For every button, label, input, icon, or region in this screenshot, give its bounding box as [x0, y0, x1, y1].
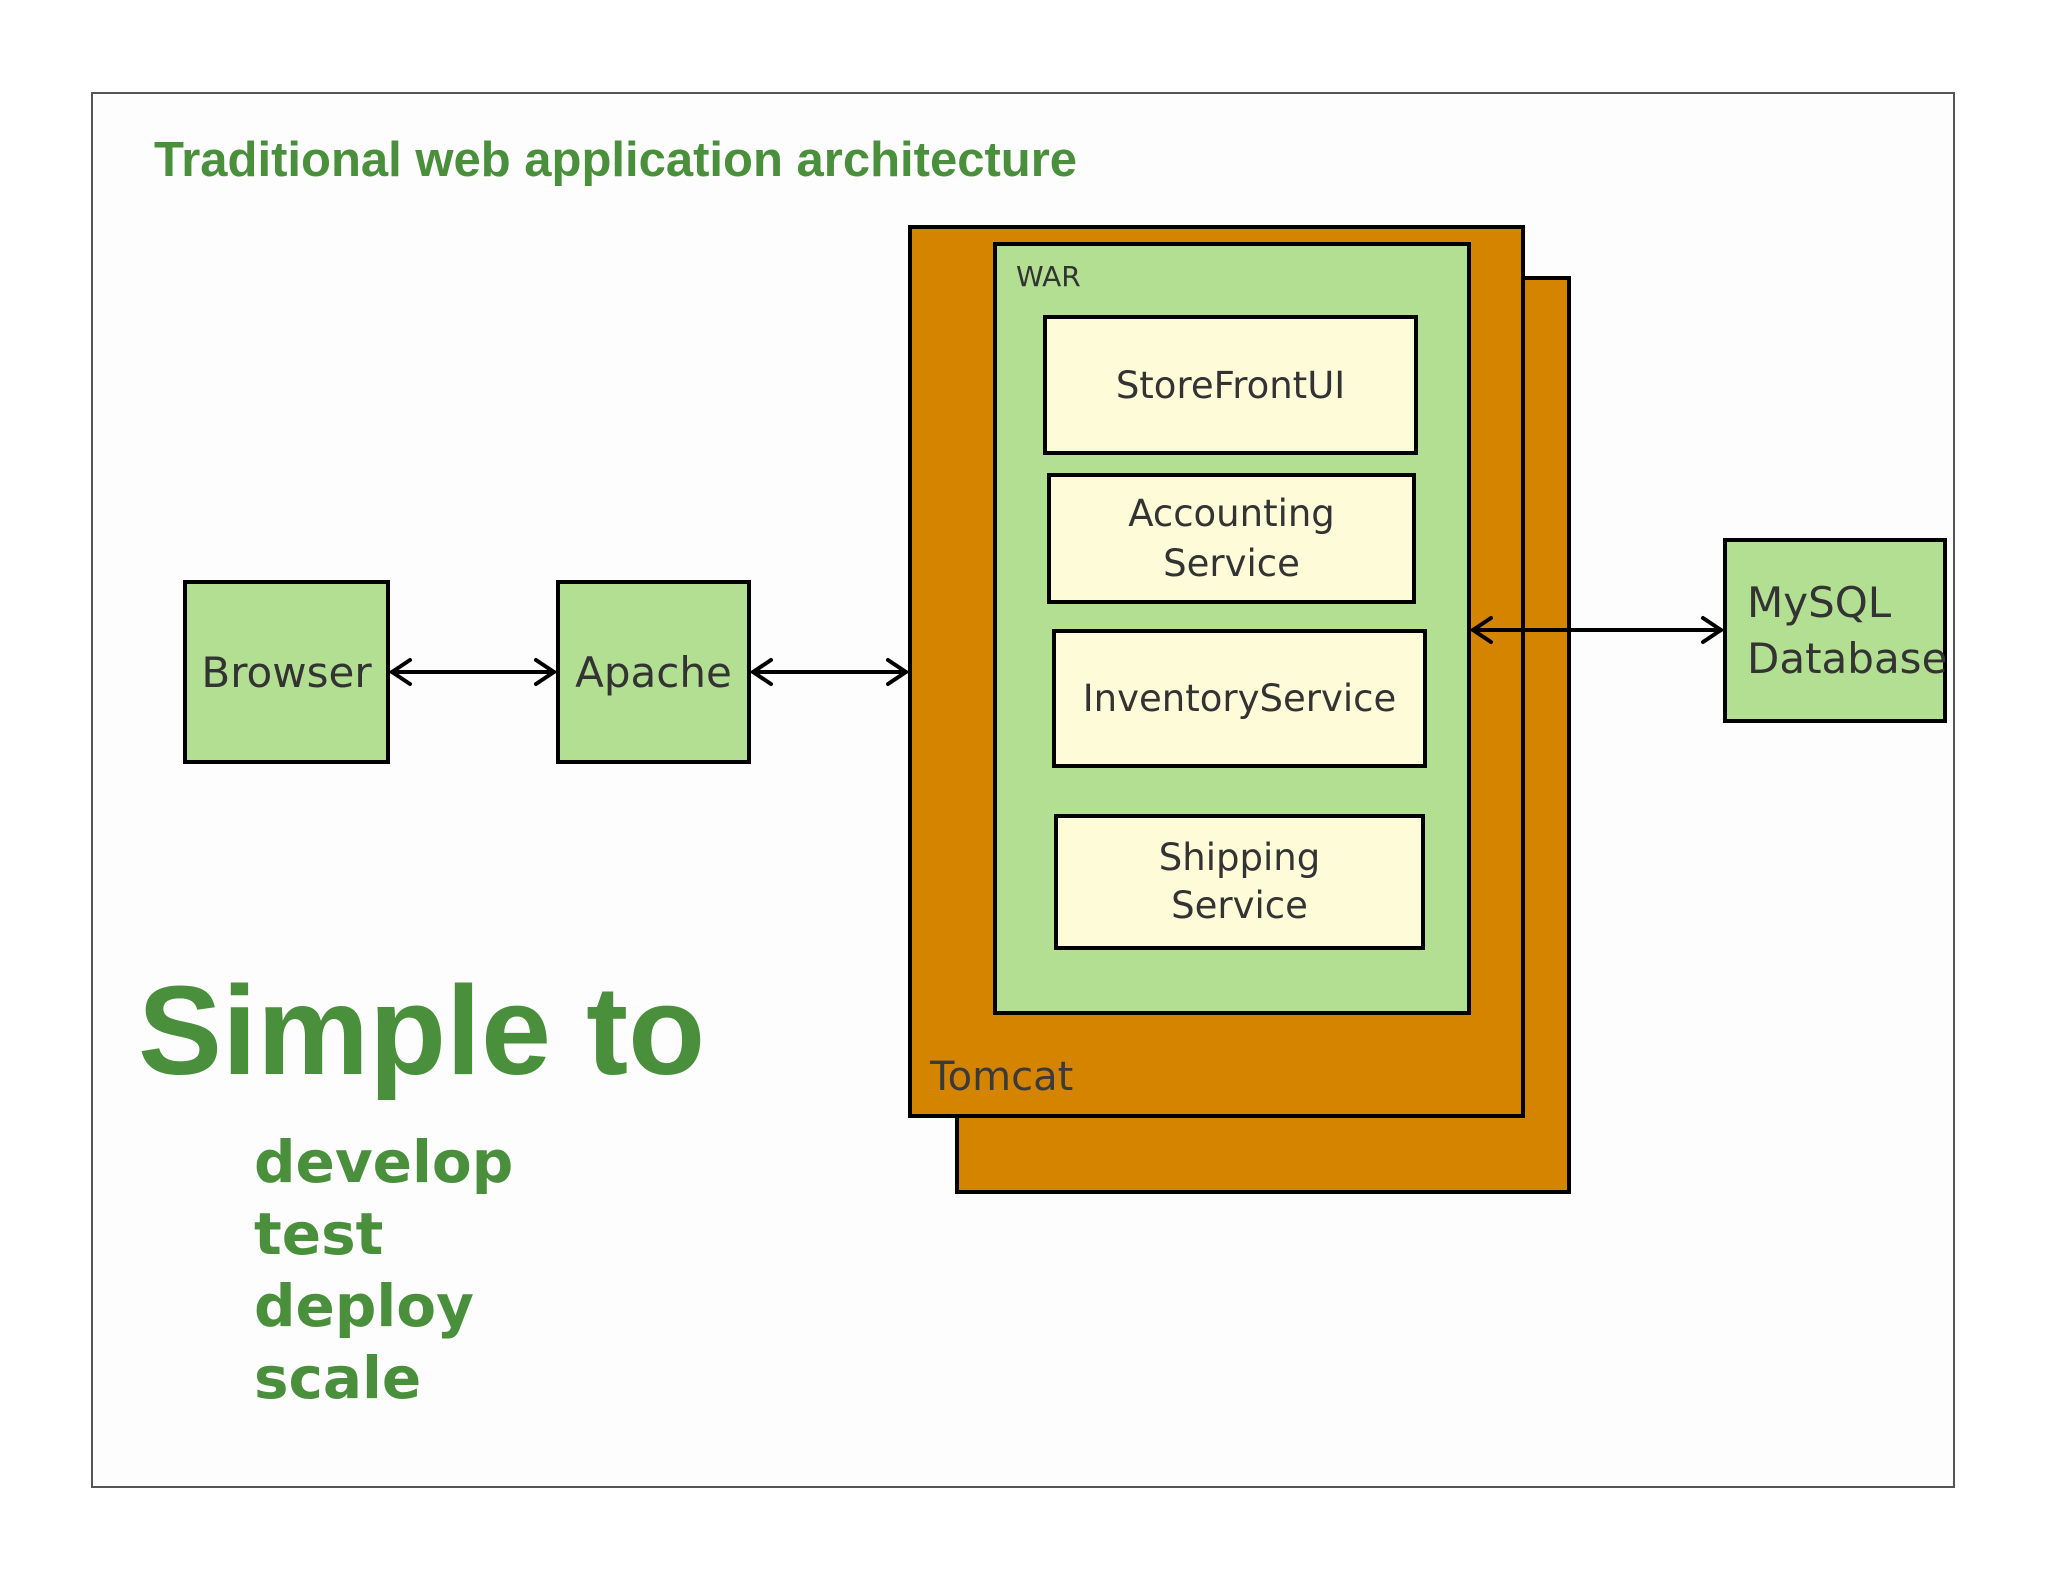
accounting-service-label-line2: Service — [1163, 541, 1300, 585]
storefront-ui-label: StoreFrontUI — [1115, 363, 1346, 407]
accounting-service-box: Accounting Service — [1047, 473, 1416, 604]
benefit-test: test — [254, 1200, 384, 1268]
inventory-service-box: InventoryService — [1052, 629, 1427, 768]
tomcat-label: Tomcat — [930, 1054, 1074, 1100]
mysql-label-line2: Database — [1747, 633, 1948, 683]
benefit-deploy: deploy — [254, 1272, 474, 1340]
benefit-develop: develop — [254, 1128, 514, 1196]
slide-title: Traditional web application architecture — [154, 133, 1078, 187]
apache-box: Apache — [556, 580, 751, 764]
accounting-service-label-line1: Accounting — [1128, 491, 1335, 535]
simple-to-heading: Simple to — [138, 960, 706, 1101]
mysql-label-line1: MySQL — [1747, 577, 1892, 627]
mysql-database-box: MySQL Database — [1723, 538, 1947, 723]
storefront-ui-box: StoreFrontUI — [1043, 315, 1418, 455]
apache-label: Apache — [575, 647, 732, 697]
war-label: WAR — [1016, 260, 1081, 293]
browser-label: Browser — [201, 647, 372, 697]
inventory-service-label: InventoryService — [1082, 677, 1397, 720]
shipping-service-box: Shipping Service — [1054, 814, 1425, 950]
browser-box: Browser — [183, 580, 390, 764]
shipping-service-label-line2: Service — [1171, 884, 1308, 927]
benefits-list: develop test deploy scale — [254, 1126, 513, 1414]
benefit-scale: scale — [254, 1344, 422, 1412]
shipping-service-label-line1: Shipping — [1158, 836, 1321, 879]
